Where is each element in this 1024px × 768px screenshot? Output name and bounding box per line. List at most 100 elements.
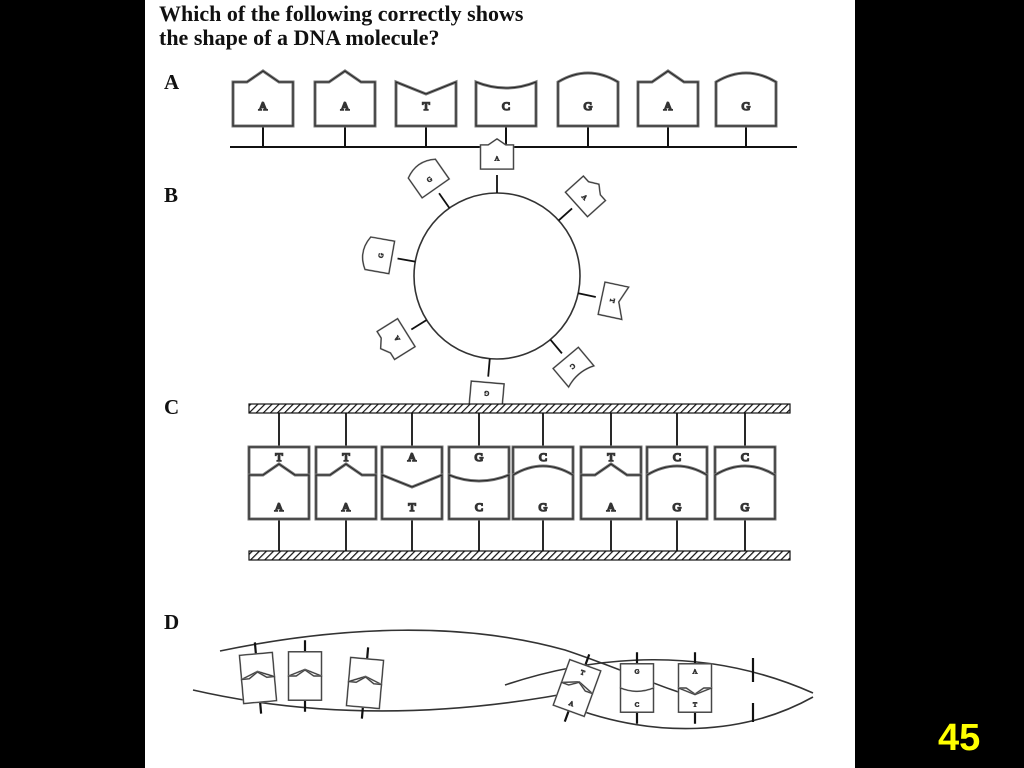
base-pair: CG — [645, 445, 709, 521]
single-strand-nucleotide: G — [714, 71, 778, 147]
base-letter: G — [584, 99, 593, 113]
base-letter: G — [378, 252, 386, 258]
bottom-base: G — [713, 464, 777, 521]
base-pair: TA — [247, 445, 311, 521]
single-strand-nucleotide: C — [474, 79, 538, 147]
base-letter: A — [275, 500, 284, 514]
circle-spoke — [397, 257, 416, 263]
circle-spoke — [487, 358, 491, 377]
bottom-base: A — [314, 462, 378, 521]
quiz-sheet: Which of the following correctly shows t… — [145, 0, 855, 768]
nucleotide-base: A — [636, 69, 700, 128]
twisted-pair — [345, 647, 385, 719]
strand-2-right — [564, 696, 814, 730]
single-strand-nucleotide: T — [394, 79, 458, 147]
circle-spoke — [549, 339, 563, 354]
base-letter: T — [579, 669, 585, 677]
circular-backbone — [413, 192, 581, 360]
nucleotide-base: T — [597, 281, 631, 321]
bottom-base: C — [447, 472, 511, 521]
twisted-pair — [287, 640, 323, 712]
circle-spoke — [558, 207, 573, 222]
slide-number: 45 — [938, 717, 981, 759]
base-letter: C — [635, 702, 640, 709]
single-strand-nucleotide: A — [636, 69, 700, 147]
base-letter: G — [742, 99, 751, 113]
option-a-label[interactable]: A — [164, 70, 180, 94]
nucleotide-base: A — [564, 174, 607, 218]
nucleotide-base: C — [474, 79, 538, 128]
nucleotide-base: G — [361, 236, 396, 275]
top-base — [347, 656, 385, 686]
base-letter: A — [568, 700, 575, 708]
base-letter: G — [741, 500, 750, 514]
top-backbone — [248, 403, 791, 414]
bottom-backbone — [248, 550, 791, 561]
base-letter: A — [408, 450, 417, 464]
base-pair: TA — [314, 445, 378, 521]
strand-1-left — [219, 629, 706, 701]
bottom-base: G — [645, 464, 709, 521]
base-letter: T — [607, 450, 615, 464]
base-pair: GC — [447, 445, 511, 521]
base-letter: C — [673, 450, 681, 464]
top-base — [238, 651, 276, 681]
strand-1-right — [504, 658, 814, 694]
option-c-label[interactable]: C — [164, 395, 180, 419]
bottom-base: A — [247, 462, 311, 521]
top-base — [287, 650, 323, 678]
nucleotide-base: A — [231, 69, 295, 128]
circle-spoke — [577, 292, 596, 298]
bottom-base — [287, 668, 323, 702]
base-pair: AT — [380, 445, 444, 521]
single-strand-nucleotide: G — [556, 71, 620, 147]
circle-nucleotide: A — [375, 317, 417, 361]
base-letter: G — [673, 500, 682, 514]
twisted-pair: AT — [677, 652, 713, 724]
base-letter: A — [580, 193, 589, 201]
bottom-base: G — [511, 464, 575, 521]
base-letter: A — [495, 155, 500, 162]
nucleotide-base: G — [407, 158, 451, 200]
nucleotide-base: A — [313, 69, 377, 128]
twisted-pair: TA — [552, 654, 602, 722]
base-letter: T — [408, 500, 416, 514]
question-text: Which of the following correctly shows t… — [159, 1, 524, 50]
bottom-base: C — [619, 686, 655, 714]
base-letter: A — [393, 334, 402, 342]
base-pair: TA — [579, 445, 643, 521]
twisted-pair: GC — [619, 652, 655, 724]
nucleotide-base: G — [556, 71, 620, 128]
base-letter: G — [475, 450, 484, 464]
base-letter: A — [342, 500, 351, 514]
base-letter: T — [275, 450, 283, 464]
circle-nucleotide: A — [479, 137, 515, 170]
bottom-base: T — [380, 472, 444, 521]
base-letter: T — [608, 298, 616, 303]
base-letter: G — [484, 389, 490, 396]
single-strand-nucleotide: A — [231, 69, 295, 147]
base-letter: A — [259, 99, 268, 113]
option-b-label[interactable]: B — [164, 183, 179, 207]
nucleotide-base: A — [375, 317, 417, 361]
circle-spoke — [438, 192, 451, 209]
single-strand-nucleotide: A — [313, 69, 377, 147]
base-letter: T — [422, 99, 430, 113]
base-letter: C — [568, 362, 576, 371]
circle-nucleotide: A — [564, 174, 607, 218]
base-letter: A — [341, 99, 350, 113]
base-letter: A — [664, 99, 673, 113]
base-letter: C — [539, 450, 547, 464]
base-letter: A — [693, 669, 698, 676]
bottom-base — [240, 670, 278, 705]
option-d-label[interactable]: D — [164, 610, 180, 634]
bottom-base — [345, 675, 383, 710]
nucleotide-base: G — [714, 71, 778, 128]
base-letter: T — [342, 450, 350, 464]
option-b-diagram[interactable]: A A T C G A G G — [360, 137, 631, 413]
bottom-base: T — [677, 686, 713, 714]
